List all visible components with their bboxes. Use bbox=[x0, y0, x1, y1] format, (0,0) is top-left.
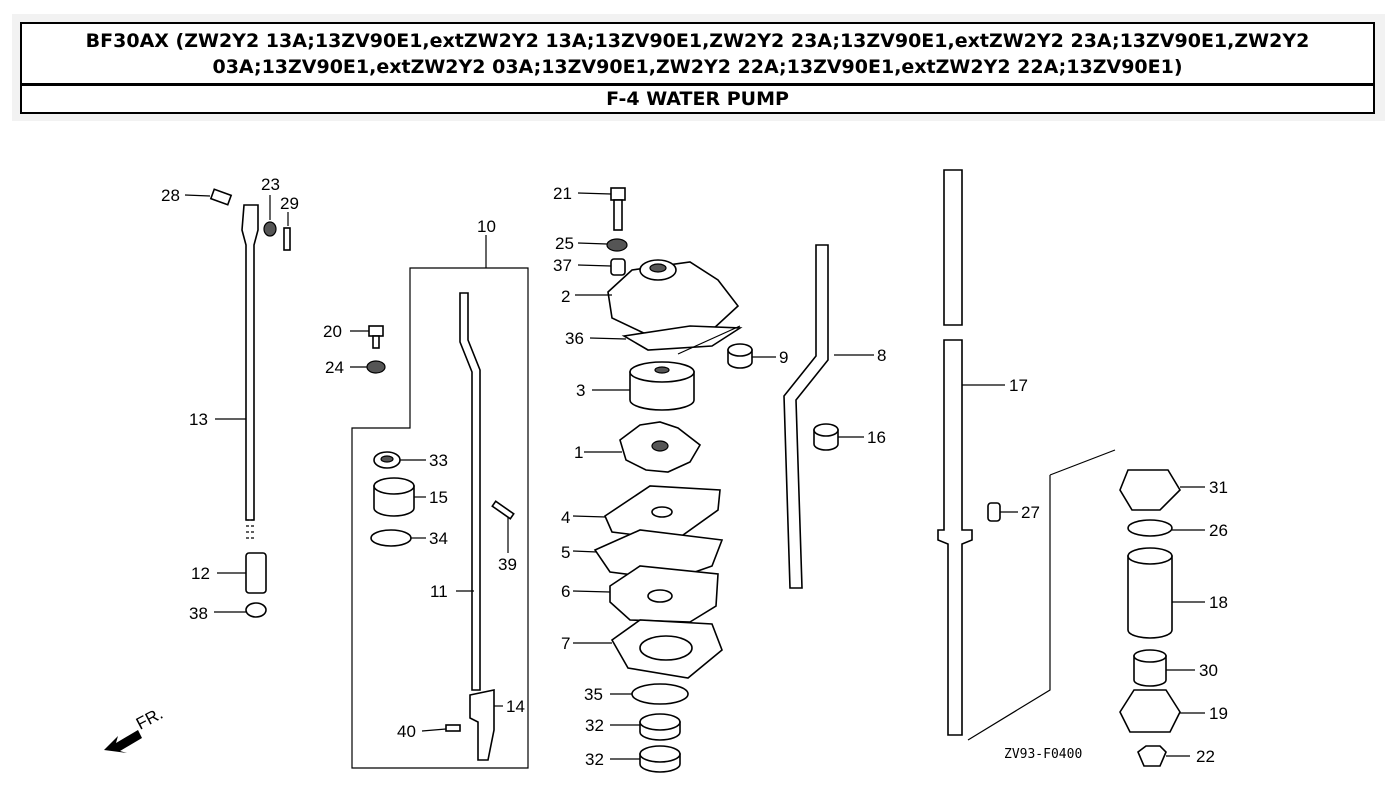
callout-6: 6 bbox=[561, 582, 570, 601]
callout-25: 25 bbox=[555, 234, 574, 253]
callout-13: 13 bbox=[189, 410, 208, 429]
part-24-washer bbox=[350, 360, 386, 374]
part-21-bolt bbox=[577, 187, 626, 231]
part-23-washer bbox=[263, 195, 277, 237]
callout-39: 39 bbox=[498, 555, 517, 574]
part-22-nut bbox=[1137, 745, 1190, 767]
part-7-gasket bbox=[573, 619, 723, 679]
model-title: BF30AX (ZW2Y2 13A;13ZV90E1,extZW2Y2 13A;… bbox=[20, 22, 1375, 85]
part-13-rod bbox=[215, 204, 259, 539]
part-35-oring bbox=[610, 683, 689, 705]
part-32-bearing-upper bbox=[610, 713, 681, 741]
callout-9: 9 bbox=[779, 348, 788, 367]
part-6-housing-base bbox=[572, 565, 719, 623]
callout-23: 23 bbox=[261, 175, 280, 194]
part-36-gasket bbox=[589, 325, 743, 355]
callout-18: 18 bbox=[1209, 593, 1228, 612]
callout-32-upper: 32 bbox=[585, 716, 604, 735]
callout-27: 27 bbox=[1021, 503, 1040, 522]
callout-20: 20 bbox=[323, 322, 342, 341]
callout-40: 40 bbox=[397, 722, 416, 741]
part-30-bearing bbox=[1133, 649, 1195, 687]
callout-37: 37 bbox=[553, 256, 572, 275]
part-28-bolt bbox=[184, 188, 233, 206]
part-18-spring bbox=[1127, 547, 1205, 639]
part-37-dowel bbox=[577, 258, 626, 276]
callout-2: 2 bbox=[561, 287, 570, 306]
front-label: FR. bbox=[133, 704, 166, 734]
assembly-bracket-gears bbox=[967, 449, 1116, 741]
callout-24: 24 bbox=[325, 358, 344, 377]
callout-34: 34 bbox=[429, 529, 448, 548]
callout-38: 38 bbox=[189, 604, 208, 623]
part-12-collar bbox=[217, 552, 267, 594]
callout-8: 8 bbox=[877, 346, 886, 365]
callout-29: 29 bbox=[280, 194, 299, 213]
callout-11: 11 bbox=[430, 582, 448, 601]
assembly-bracket-10 bbox=[351, 267, 529, 769]
callout-4: 4 bbox=[561, 508, 570, 527]
part-3-liner bbox=[592, 361, 695, 411]
part-31-bearing bbox=[1119, 469, 1205, 511]
callout-22: 22 bbox=[1196, 747, 1215, 766]
part-27-key bbox=[987, 502, 1018, 522]
part-25-washer bbox=[577, 238, 628, 252]
part-15-bushing bbox=[373, 477, 426, 517]
parts-diagram: FR. 1 2 3 4 5 6 7 8 9 10 11 12 13 14 15 … bbox=[0, 120, 1399, 787]
callout-5: 5 bbox=[561, 543, 570, 562]
callout-14: 14 bbox=[506, 697, 525, 716]
callout-1: 1 bbox=[574, 443, 583, 462]
part-16-grommet bbox=[813, 423, 864, 451]
callout-17: 17 bbox=[1009, 376, 1028, 395]
callout-10: 10 bbox=[477, 217, 496, 236]
part-26-shim bbox=[1127, 519, 1205, 537]
part-38-nut bbox=[214, 602, 267, 618]
part-14-link bbox=[469, 689, 503, 761]
drawing-code: ZV93-F0400 bbox=[1004, 747, 1082, 762]
callout-26: 26 bbox=[1209, 521, 1228, 540]
callout-35: 35 bbox=[584, 685, 603, 704]
callout-16: 16 bbox=[867, 428, 886, 447]
part-2-pump-housing bbox=[575, 259, 740, 337]
part-33-seal bbox=[373, 451, 426, 469]
callout-33: 33 bbox=[429, 451, 448, 470]
part-8-water-tube bbox=[783, 244, 874, 589]
callout-32-lower: 32 bbox=[585, 750, 604, 769]
callout-15: 15 bbox=[429, 488, 448, 507]
part-40-pin bbox=[421, 724, 461, 732]
callout-19: 19 bbox=[1209, 704, 1228, 723]
part-32-bearing-lower bbox=[610, 745, 681, 773]
callout-12: 12 bbox=[191, 564, 210, 583]
part-11-rod bbox=[456, 292, 481, 691]
part-9-dowel bbox=[727, 343, 776, 369]
part-19-pinion-gear bbox=[1119, 689, 1205, 733]
front-direction-arrow: FR. bbox=[104, 704, 166, 753]
part-17-drive-shaft bbox=[937, 169, 1005, 736]
part-29-pin bbox=[283, 212, 291, 251]
part-20-bolt bbox=[350, 325, 384, 349]
exploded-view-svg: FR. 1 2 3 4 5 6 7 8 9 10 11 12 13 14 15 … bbox=[104, 169, 1228, 773]
part-39-pin bbox=[491, 500, 515, 553]
part-4-plate bbox=[572, 485, 721, 541]
part-1-impeller bbox=[584, 421, 702, 473]
callout-36: 36 bbox=[565, 329, 584, 348]
part-34-ring bbox=[370, 529, 426, 547]
header-panel: BF30AX (ZW2Y2 13A;13ZV90E1,extZW2Y2 13A;… bbox=[12, 14, 1385, 121]
callout-31: 31 bbox=[1209, 478, 1228, 497]
part-5-gasket bbox=[572, 529, 724, 581]
callout-3: 3 bbox=[576, 381, 585, 400]
callout-7: 7 bbox=[561, 634, 570, 653]
callout-30: 30 bbox=[1199, 661, 1218, 680]
callout-28: 28 bbox=[161, 186, 180, 205]
callout-21: 21 bbox=[553, 184, 572, 203]
section-title: F-4 WATER PUMP bbox=[20, 84, 1375, 114]
